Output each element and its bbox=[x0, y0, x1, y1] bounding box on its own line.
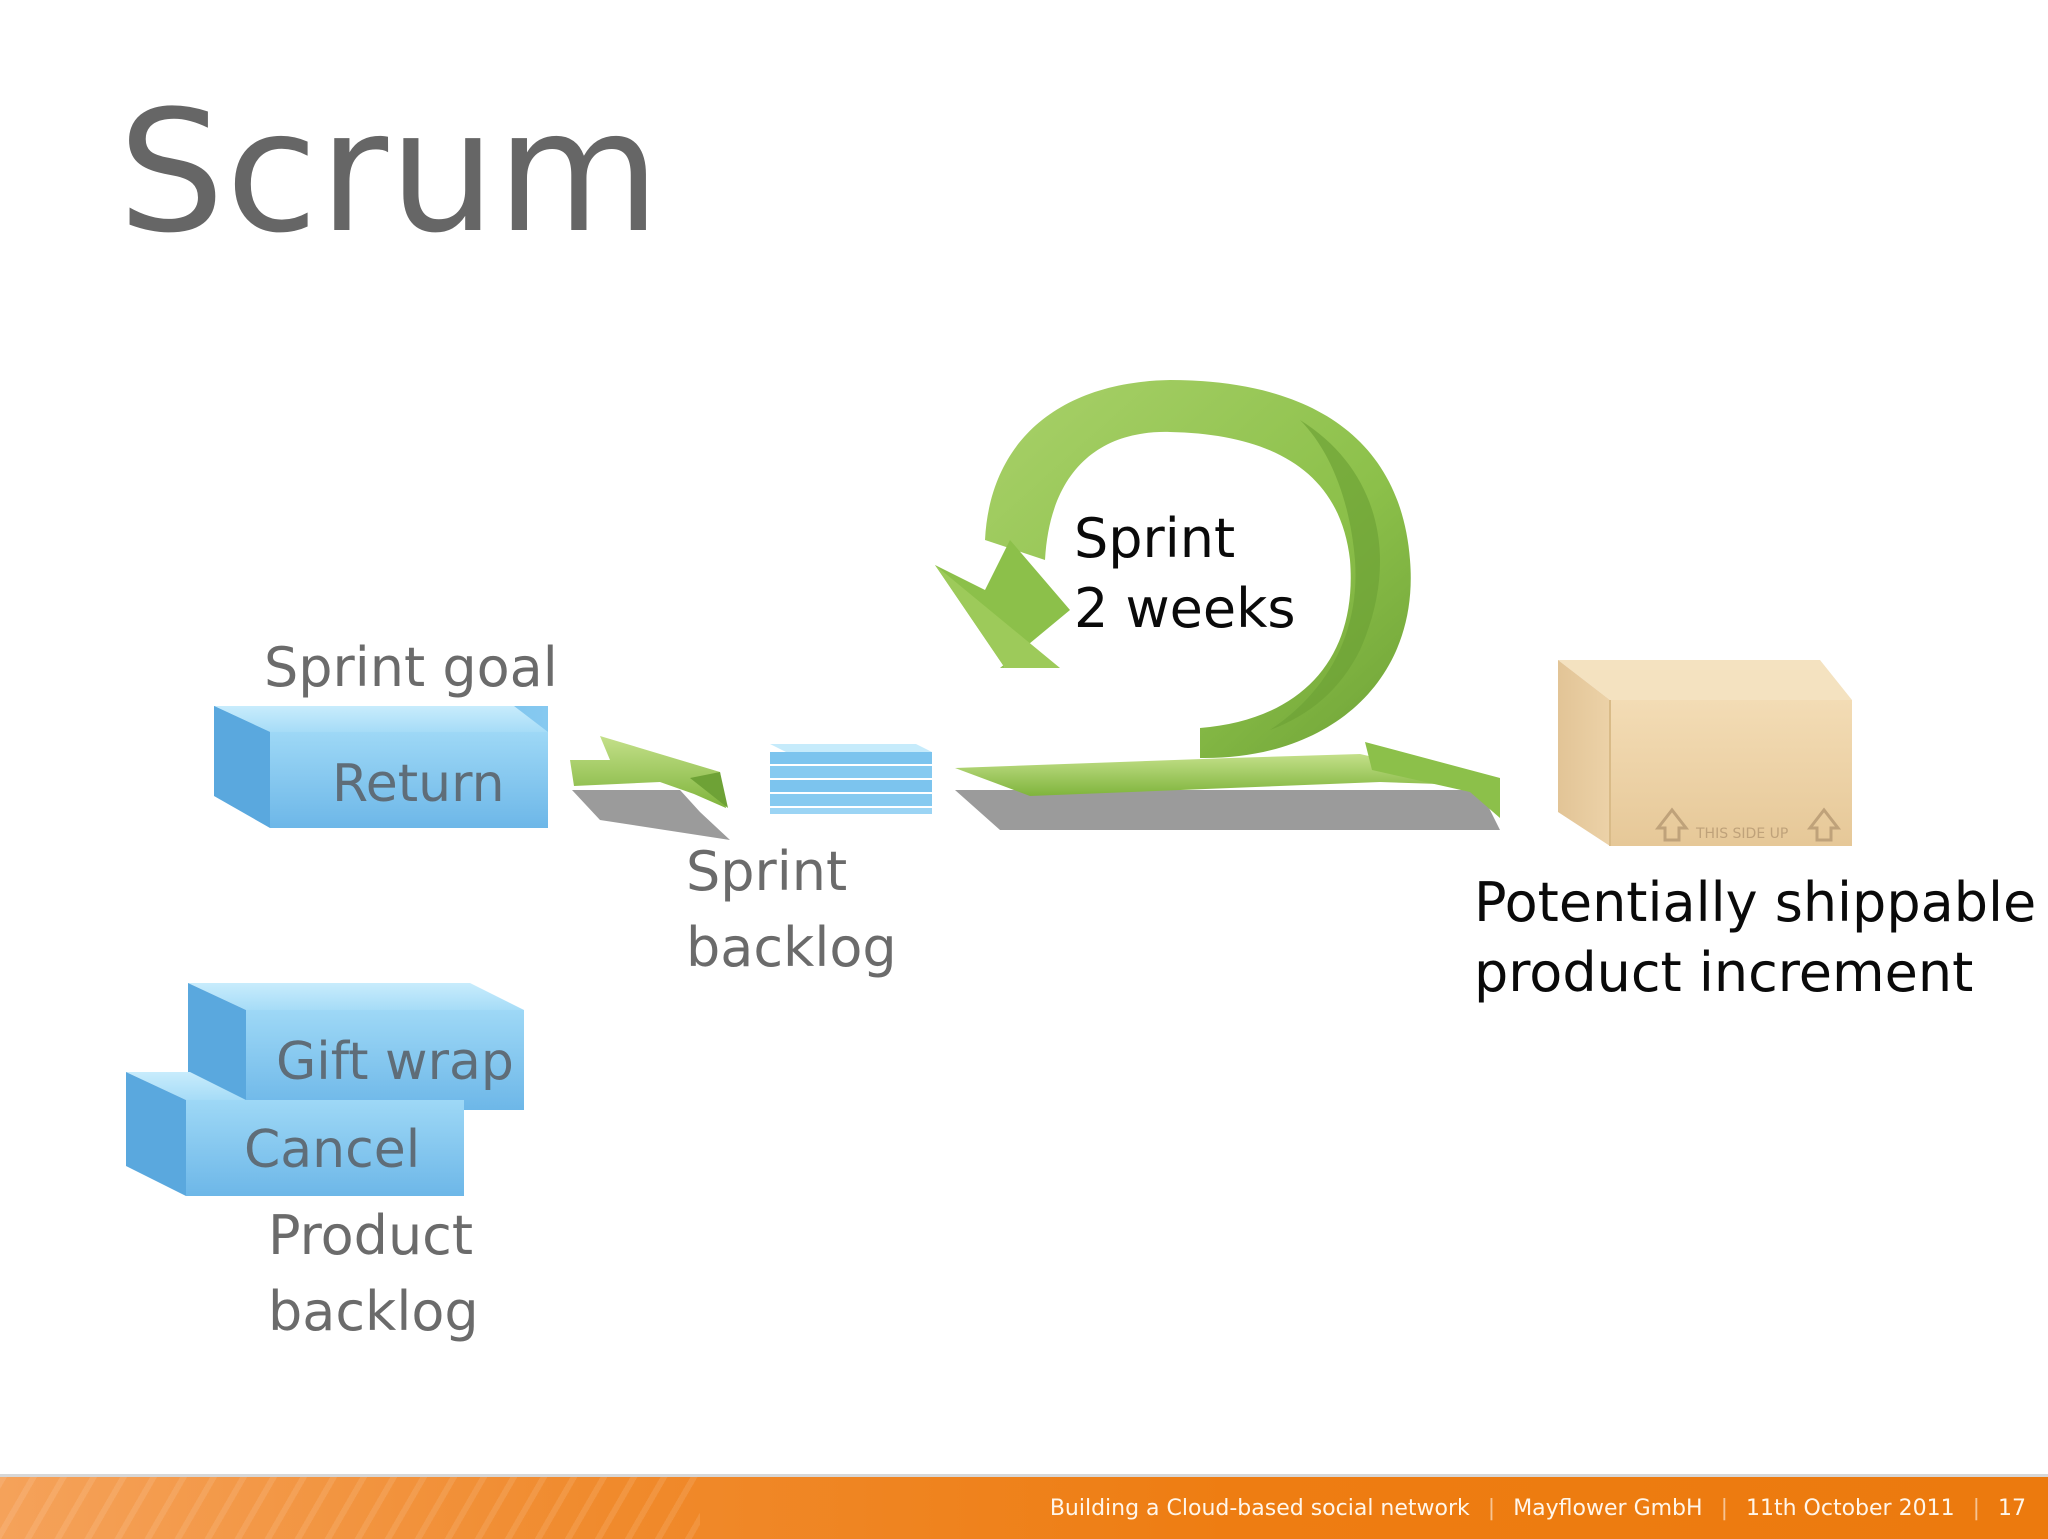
product-backlog-label: Product backlog bbox=[268, 1198, 479, 1349]
gift-wrap-box-label: Gift wrap bbox=[276, 1032, 514, 1092]
sprint-goal-label: Sprint goal bbox=[264, 636, 558, 699]
footer-separator: | bbox=[1487, 1495, 1496, 1521]
increment-line2: product increment bbox=[1474, 941, 1974, 1005]
footer-bar: Building a Cloud-based social network | … bbox=[0, 1474, 2048, 1539]
increment-line1: Potentially shippable bbox=[1474, 871, 2037, 934]
footer-page-number: 17 bbox=[1998, 1495, 2026, 1521]
sprint-backlog-line1: Sprint bbox=[686, 840, 848, 903]
return-block bbox=[214, 706, 548, 828]
cancel-box-label: Cancel bbox=[244, 1120, 421, 1180]
footer-company: Mayflower GmbH bbox=[1513, 1495, 1703, 1521]
slide-title: Scrum bbox=[118, 74, 662, 270]
footer-date: 11th October 2011 bbox=[1745, 1495, 1955, 1521]
footer-presentation-title: Building a Cloud-based social network bbox=[1049, 1495, 1470, 1521]
increment-label: Potentially shippable product increment bbox=[1474, 868, 2036, 1008]
sprint-cycle-label: Sprint 2 weeks bbox=[1074, 504, 1296, 644]
sprint-cycle-line1: Sprint bbox=[1074, 507, 1236, 570]
sprint-backlog-stack bbox=[770, 744, 932, 814]
sprint-cycle-line2: 2 weeks bbox=[1074, 577, 1296, 641]
sprint-loop-arrow bbox=[935, 380, 1500, 830]
footer-stripes bbox=[0, 1477, 700, 1539]
product-backlog-line2: backlog bbox=[268, 1279, 479, 1343]
package-print: THIS SIDE UP bbox=[1695, 826, 1788, 842]
sprint-backlog-line2: backlog bbox=[686, 915, 897, 979]
product-backlog-line1: Product bbox=[268, 1204, 474, 1267]
return-box-label: Return bbox=[332, 754, 505, 814]
small-arrow bbox=[570, 736, 730, 840]
package-icon: THIS SIDE UP bbox=[1558, 660, 1852, 846]
footer-separator: | bbox=[1720, 1495, 1728, 1521]
sprint-backlog-label: Sprint backlog bbox=[686, 834, 897, 985]
footer-separator: | bbox=[1972, 1495, 1980, 1521]
cancel-block bbox=[126, 1072, 464, 1196]
footer-text: Building a Cloud-based social network | … bbox=[1050, 1491, 2026, 1525]
